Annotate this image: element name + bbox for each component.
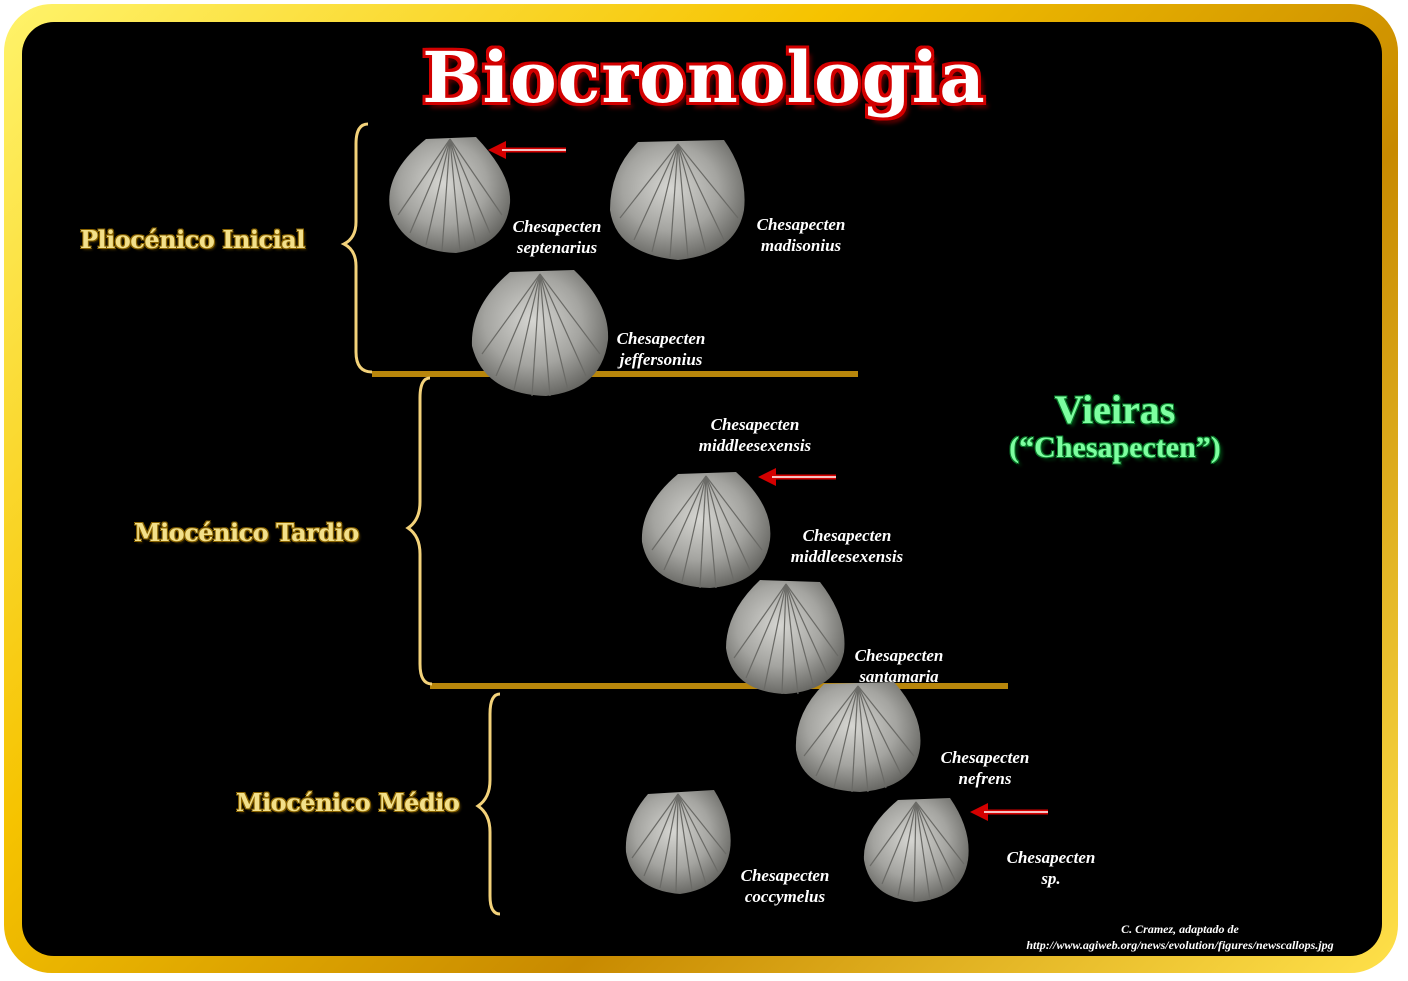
species-genus: Chesapecten	[756, 215, 846, 234]
period-label-middle-miocene: Miocénico Médio	[236, 788, 460, 817]
scallop-shell-icon	[641, 472, 771, 589]
species-label: Chesapecten sp.	[976, 847, 1126, 889]
curly-brace-icon	[475, 692, 501, 916]
species-genus: Chesapecten	[854, 646, 944, 665]
species-genus: Chesapecten	[802, 526, 892, 545]
species-label: Chesapecten septenarius	[482, 216, 632, 258]
species-epithet: santamaria	[859, 667, 939, 686]
species-genus: Chesapecten	[740, 866, 830, 885]
species-genus: Chesapecten	[616, 329, 706, 348]
species-label: Chesapecten middleesexensis	[772, 525, 922, 567]
species-genus: Chesapecten	[710, 415, 800, 434]
credit-line-1: C. Cramez, adaptado de	[1121, 922, 1239, 936]
scallop-shell-icon	[863, 798, 969, 903]
group-subtitle: (“Chesapecten”)	[1009, 431, 1221, 464]
species-label: Chesapecten coccymelus	[710, 865, 860, 907]
species-label: Chesapecten nefrens	[910, 747, 1060, 789]
species-label: Chesapecten middleesexensis	[680, 414, 830, 456]
curly-brace-icon	[405, 376, 433, 686]
species-epithet: septenarius	[516, 238, 598, 257]
species-label: Chesapecten santamaria	[824, 645, 974, 687]
species-label: Chesapecten jeffersonius	[586, 328, 736, 370]
scallop-shell-icon	[625, 790, 731, 894]
red-arrow-icon	[758, 468, 836, 486]
species-epithet: nefrens	[958, 769, 1012, 788]
group-label: Vieiras (“Chesapecten”)	[960, 388, 1270, 464]
scallop-shell-icon	[795, 682, 921, 793]
species-genus: Chesapecten	[940, 748, 1030, 767]
scallop-shell-icon	[726, 580, 845, 695]
scallop-shell-icon	[471, 270, 609, 397]
species-epithet: jeffersonius	[619, 350, 703, 369]
red-arrow-icon	[488, 141, 566, 159]
group-name: Vieiras	[1054, 387, 1176, 432]
species-epithet: middleesexensis	[698, 436, 812, 455]
species-epithet: sp.	[1041, 869, 1061, 888]
species-label: Chesapecten madisonius	[726, 214, 876, 256]
species-genus: Chesapecten	[512, 217, 602, 236]
period-label-early-pliocene: Pliocénico Inicial	[80, 225, 305, 254]
curly-brace-icon	[340, 122, 373, 374]
source-credit: C. Cramez, adaptado de http://www.agiweb…	[990, 921, 1370, 953]
scallop-shell-icon	[610, 140, 745, 260]
species-genus: Chesapecten	[1006, 848, 1096, 867]
species-epithet: middleesexensis	[790, 547, 904, 566]
credit-line-2: http://www.agiweb.org/news/evolution/fig…	[1026, 938, 1334, 952]
species-epithet: coccymelus	[744, 887, 826, 906]
slide-title: Biocronologia	[422, 36, 986, 119]
period-label-late-miocene: Miocénico Tardio	[134, 518, 359, 547]
scallop-shell-icon	[389, 137, 511, 253]
red-arrow-icon	[970, 803, 1048, 821]
species-epithet: madisonius	[760, 236, 842, 255]
